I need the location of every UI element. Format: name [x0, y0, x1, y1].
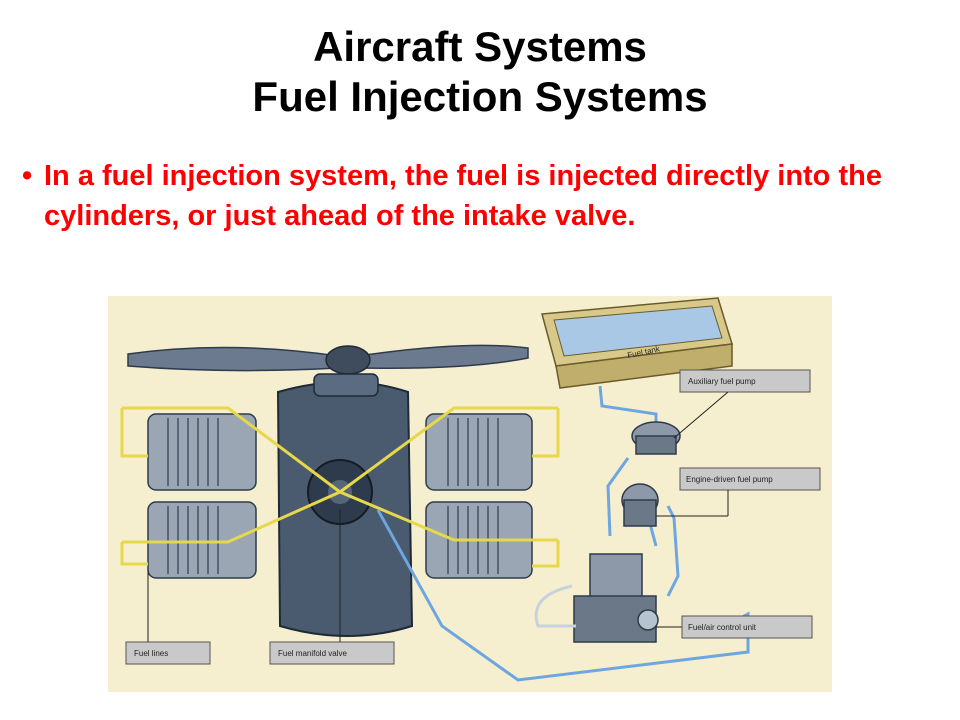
fuel-air-control-unit-label: Fuel/air control unit	[688, 623, 757, 632]
fuel-injection-diagram: Fuel tank Auxili	[108, 296, 832, 692]
engine-driven-fuel-pump	[621, 483, 659, 527]
engine-driven-fuel-pump-label: Engine-driven fuel pump	[686, 475, 773, 484]
auxiliary-fuel-pump-label: Auxiliary fuel pump	[688, 377, 756, 386]
bullet-icon: •	[22, 160, 33, 192]
fuel-manifold-valve-label: Fuel manifold valve	[278, 649, 347, 658]
fuel-lines-yellow	[120, 406, 560, 568]
title-line-2: Fuel Injection Systems	[252, 73, 708, 120]
fuel-lines-label: Fuel lines	[134, 649, 168, 658]
slide-title: Aircraft Systems Fuel Injection Systems	[0, 22, 960, 122]
cylinders-left	[147, 413, 257, 579]
fuel-tank: Fuel tank	[541, 297, 733, 389]
bullet-item: • In a fuel injection system, the fuel i…	[22, 156, 922, 236]
bullet-text: In a fuel injection system, the fuel is …	[44, 160, 882, 232]
title-line-1: Aircraft Systems	[313, 23, 647, 70]
bullet-list: • In a fuel injection system, the fuel i…	[22, 156, 922, 236]
auxiliary-fuel-pump	[631, 421, 681, 455]
label-boxes: Auxiliary fuel pump Engine-driven fuel p…	[125, 369, 821, 665]
fuel-air-control-unit	[534, 553, 659, 643]
